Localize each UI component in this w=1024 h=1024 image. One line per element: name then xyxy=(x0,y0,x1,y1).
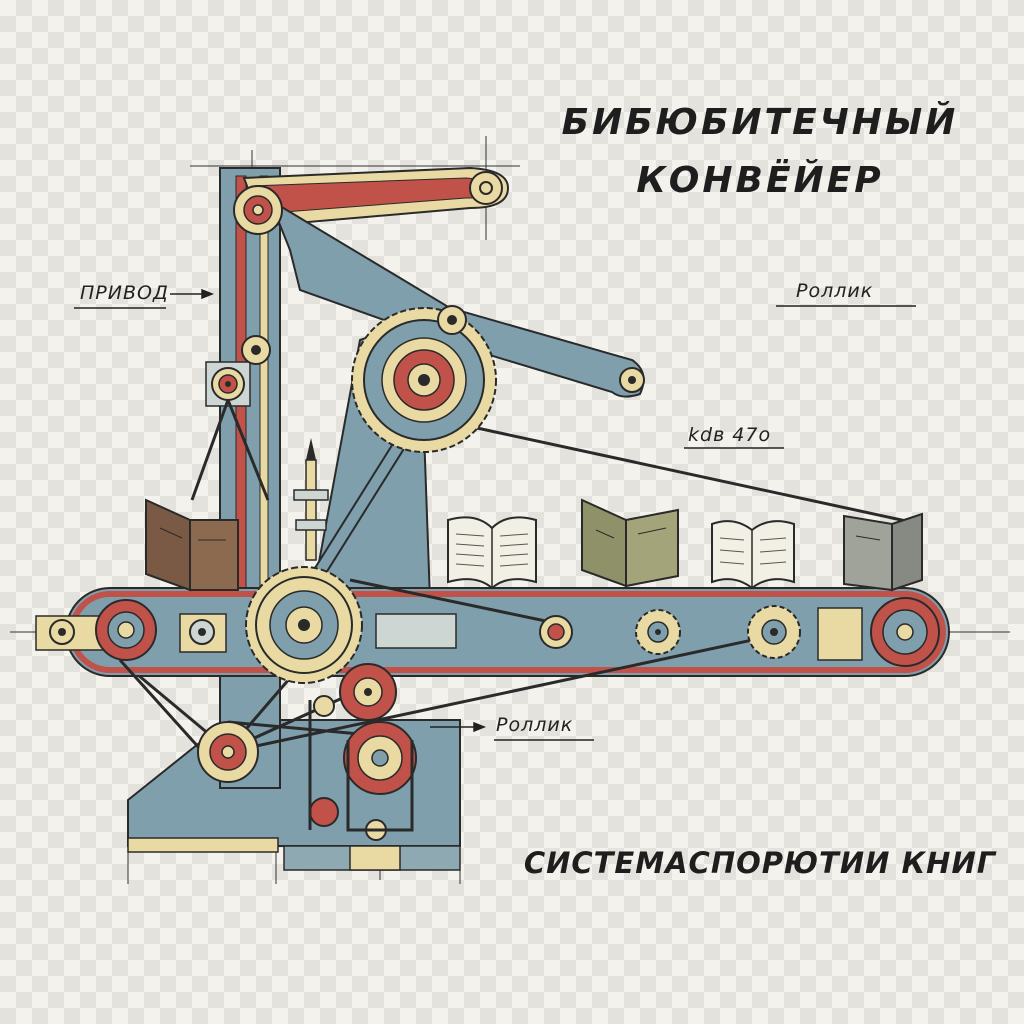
column-pulley-2 xyxy=(241,335,271,365)
spindle xyxy=(293,438,329,561)
left-small-roller xyxy=(49,619,75,645)
frame-roller xyxy=(189,619,215,645)
title-line-1: БИБЮБИТЕЧНЫЙ xyxy=(561,102,959,143)
title-line-2: КОНВЁЙЕР xyxy=(636,160,884,201)
diagram-caption: СИСТЕМАСПОРЮТИИ КНИГ xyxy=(523,846,997,880)
lower-left-pulley xyxy=(197,721,259,783)
main-gear xyxy=(245,566,363,684)
book-open-white-2 xyxy=(711,520,795,590)
label-drive: ПРИВОД xyxy=(80,282,169,304)
top-left-pulley xyxy=(233,185,283,235)
book-olive xyxy=(581,498,679,588)
top-arm xyxy=(242,166,510,228)
belt-gear-1 xyxy=(635,609,681,655)
tripod-legs xyxy=(190,399,270,501)
book-grey xyxy=(843,512,923,592)
label-spec: kdв 47o xyxy=(688,424,772,446)
lower-right-pulley xyxy=(343,721,417,795)
lower-mid-pulley xyxy=(339,663,397,721)
book-open-white xyxy=(447,516,537,590)
top-arm-pulley xyxy=(469,171,503,205)
lower-small-pulleys xyxy=(309,695,387,841)
vertical-column xyxy=(219,167,281,789)
diagonal-boom xyxy=(267,197,645,398)
tension-roller xyxy=(539,615,573,649)
left-end-roller xyxy=(95,599,157,661)
column-pulley xyxy=(205,361,251,407)
right-end-roller xyxy=(870,597,940,667)
belt-gear-2 xyxy=(747,605,801,659)
conveyor-belt-frame xyxy=(35,587,950,677)
upper-gear-small-pulley xyxy=(437,305,467,335)
label-leaders xyxy=(74,288,916,741)
upper-gear xyxy=(351,307,497,453)
label-roller-top: Роллик xyxy=(796,280,874,302)
boom-end-pulley xyxy=(619,367,645,393)
label-roller-bottom: Роллик xyxy=(496,714,574,736)
lower-brackets xyxy=(308,700,414,832)
book-open-left xyxy=(145,498,239,592)
